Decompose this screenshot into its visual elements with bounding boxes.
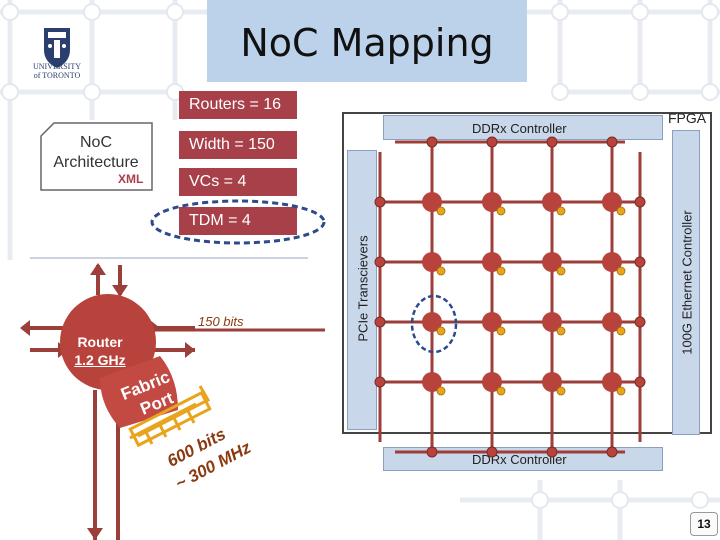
param-vcs: VCs = 4: [179, 168, 297, 196]
bits-150-label: 150 bits: [198, 314, 244, 329]
noc-mesh: [374, 136, 646, 458]
title-banner: NoC Mapping: [207, 0, 527, 82]
param-tdm: TDM = 4: [179, 207, 297, 235]
router-diagram: [20, 263, 325, 540]
param-width: Width = 150: [179, 131, 297, 159]
page-number: 13: [690, 512, 718, 536]
ethernet-controller-bar: 100G Ethernet Controller: [672, 130, 700, 435]
university-crest-icon: [44, 28, 70, 68]
xml-tag: XML: [118, 172, 144, 186]
fpga-frame: [342, 112, 712, 434]
ddr-controller-top: DDRx Controller: [383, 115, 663, 140]
noc-architecture-label: NoC Architecture: [53, 134, 139, 171]
param-routers: Routers = 16: [179, 91, 297, 119]
page-title: NoC Mapping: [240, 21, 494, 65]
fpga-label: FPGA: [668, 110, 707, 126]
tdm-highlight-ellipse: [150, 199, 326, 245]
university-wordmark: UNIVERSITY of TORONTO: [33, 62, 81, 80]
noc-architecture-document-icon: [40, 122, 153, 191]
router-label: Router 1.2 GHz: [74, 334, 126, 368]
pcie-transceivers-bar: PCIe Transcievers: [347, 150, 377, 430]
